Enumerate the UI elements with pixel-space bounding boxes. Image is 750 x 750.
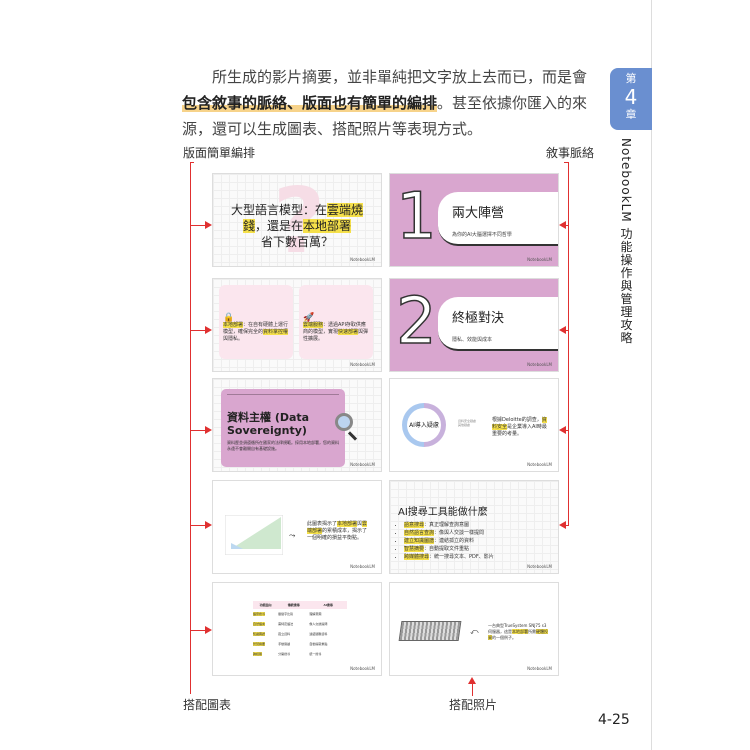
notebooklm-logo: NotebookLM — [527, 564, 552, 569]
table-row: 跨媒體分開搜尋統一搜尋 — [253, 652, 322, 656]
section-title: 終極對決 — [452, 311, 505, 326]
highlight-text: 資料掌控權 — [263, 329, 289, 335]
table-row: 自然語言需特定語法像人交談提問 — [253, 622, 328, 626]
text: 。甚至依據你匯入的來源，還可以生成圖表、搭配照片等表現方式。 — [182, 94, 588, 138]
text: 根據Deloitte的調查， — [492, 417, 542, 423]
section-number: 2 — [395, 285, 437, 359]
list-item: 智慧摘要：自動提取文件重點 — [404, 545, 494, 553]
slide-body: 資料歷並須遵循所在國家的法律規範。採用本地部署，您的資料永遠不會離開自有基礎設施… — [227, 440, 339, 451]
text: ：在自有硬體上運行模型，確保完全的 — [223, 322, 289, 335]
highlight-text: 雲端服務 — [303, 322, 324, 328]
text: 與彈性擴展。 — [303, 329, 369, 342]
list-item: 語意搜尋：真正理解查詢意圖 — [404, 521, 494, 529]
slide-section-1: 1 兩大陣營為你的AI大腦選擇不同哲學 NotebookLM — [389, 173, 559, 267]
slide-two-cards: 🔒本地部署：在自有硬體上運行模型，確保完全的資料掌控權與隱私。 🚀雲端服務：透過… — [212, 278, 382, 372]
text: 是企業導入AI時最重要的考量。 — [492, 424, 547, 437]
slide-title: AI搜尋工具能做什麼 — [398, 507, 488, 518]
section-title: 兩大陣營 — [452, 206, 505, 221]
notebooklm-logo: NotebookLM — [527, 257, 552, 262]
text: 與隱私。 — [223, 336, 244, 342]
list-item: 跨媒體搜尋：統一搜尋文本、PDF、影片 — [404, 553, 494, 561]
notebooklm-logo: NotebookLM — [350, 666, 375, 671]
text: 的累積成本，揭示了一個明確的損益平衡點。 — [307, 528, 368, 541]
slide-server-photo: ⤺ 一台典型TrueSystem SNJ75 s3伺服器，這是本地部署所需硬體投… — [389, 582, 559, 676]
server-photo — [398, 621, 462, 641]
text: 所生成的影片摘要，並非單純把文字放上去而已，而是會 — [212, 68, 588, 86]
highlight-text: 本地部署 — [337, 521, 358, 527]
section-card: 終極對決隱私、效能與成本 — [438, 297, 558, 351]
label-narrative: 敘事脈絡 — [546, 146, 595, 160]
section-subtitle: 隱私、效能與成本 — [452, 337, 493, 343]
notebooklm-logo: NotebookLM — [527, 462, 552, 467]
list-item: 建立知識圖譜：連結孤立的資料 — [404, 537, 494, 545]
chapter-label: 第 — [625, 72, 637, 85]
highlight-text: 本地部署 — [223, 322, 244, 328]
table-row: 知識圖譜孤立資料連結關聯資料 — [253, 632, 328, 636]
notebooklm-logo: NotebookLM — [350, 462, 375, 467]
slide-section-2: 2 終極對決隱私、效能與成本 NotebookLM — [389, 278, 559, 372]
feature-list: 語意搜尋：真正理解查詢意圖 自然語言查詢：像與人交談一樣提問 建立知識圖譜：連結… — [404, 521, 494, 561]
list-item: 自然語言查詢：像與人交談一樣提問 — [404, 529, 494, 537]
slide-cost-chart: ⤳ 此圖表揭示了本地部署與雲端部署的累積成本，揭示了一個明確的損益平衡點。 No… — [212, 480, 382, 574]
lock-icon: 🔒 — [223, 313, 235, 323]
curved-arrow-icon: ⤳ — [289, 531, 296, 540]
label-charts: 搭配圖表 — [183, 698, 232, 712]
highlight-text: 快速部署 — [338, 329, 359, 335]
donut-chart: AI導入疑慮 — [402, 403, 446, 447]
text: ：透過API存取供應商的模型，實現 — [303, 322, 366, 335]
text: 省下數百萬？ — [260, 235, 333, 249]
page-number: 4-25 — [598, 712, 630, 728]
highlight-text: 本地部署 — [512, 629, 528, 634]
magnifier-icon — [335, 413, 353, 431]
text: 所需 — [528, 629, 536, 634]
highlight-text: 本地部署 — [303, 219, 352, 233]
table-row: 智慧摘要手動閱讀自動提取重點 — [253, 642, 328, 646]
text: 的一個例子。 — [492, 635, 516, 640]
text: 大型語言模型：在 — [230, 203, 327, 217]
section-number: 1 — [395, 180, 437, 254]
chapter-number: 4 — [624, 85, 638, 109]
chapter-label: 章 — [625, 108, 637, 121]
notebooklm-logo: NotebookLM — [350, 362, 375, 367]
slide-data-sovereignty: 資料主權 (Data Sovereignty) 資料歷並須遵循所在國家的法律規範… — [212, 378, 382, 472]
notebooklm-logo: NotebookLM — [527, 362, 552, 367]
chapter-title: NotebookLM 功能操作與管理攻略 — [619, 138, 633, 345]
section-subtitle: 為你的AI大腦選擇不同哲學 — [452, 232, 512, 238]
notebooklm-logo: NotebookLM — [350, 564, 375, 569]
rocket-icon: 🚀 — [303, 313, 315, 323]
text: 此圖表揭示了 — [307, 521, 338, 527]
slide-donut-chart: AI導入疑慮 資料安全疑慮其他疑慮 根據Deloitte的調查，資料安全是企業導… — [389, 378, 559, 472]
cost-chart — [225, 515, 283, 555]
legend-item: 資料安全疑慮 — [458, 419, 477, 423]
text: 與 — [357, 521, 363, 527]
slide-title-question: ? 大型語言模型：在雲端燒錢，還是在本地部署省下數百萬？ NotebookLM — [212, 173, 382, 267]
slide-ai-search: AI搜尋工具能做什麼 語意搜尋：真正理解查詢意圖 自然語言查詢：像與人交談一樣提… — [389, 480, 559, 574]
donut-label: AI導入疑慮 — [409, 422, 439, 429]
legend-item: 其他疑慮 — [458, 423, 471, 427]
highlight-text: 包含敘事的脈絡、版面也有簡單的編排 — [182, 94, 438, 112]
notebooklm-logo: NotebookLM — [350, 257, 375, 262]
label-layout: 版面簡單編排 — [183, 146, 256, 160]
page-edge — [651, 0, 652, 750]
text: ，還是在 — [254, 219, 303, 233]
curved-arrow-icon: ⤺ — [470, 627, 479, 636]
intro-paragraph: 所生成的影片摘要，並非單純把文字放上去而已，而是會包含敘事的脈絡、版面也有簡單的… — [182, 64, 602, 142]
label-photos: 搭配照片 — [449, 698, 498, 712]
section-card: 兩大陣營為你的AI大腦選擇不同哲學 — [438, 192, 558, 246]
notebooklm-logo: NotebookLM — [527, 666, 552, 671]
slide-title: 資料主權 (Data Sovereignty) — [227, 411, 310, 437]
text: 一台典型TrueSystem SNJ75 s3伺服器，這是 — [488, 623, 547, 634]
table-row: 語意搜尋關鍵字比對理解意圖 — [253, 612, 322, 616]
